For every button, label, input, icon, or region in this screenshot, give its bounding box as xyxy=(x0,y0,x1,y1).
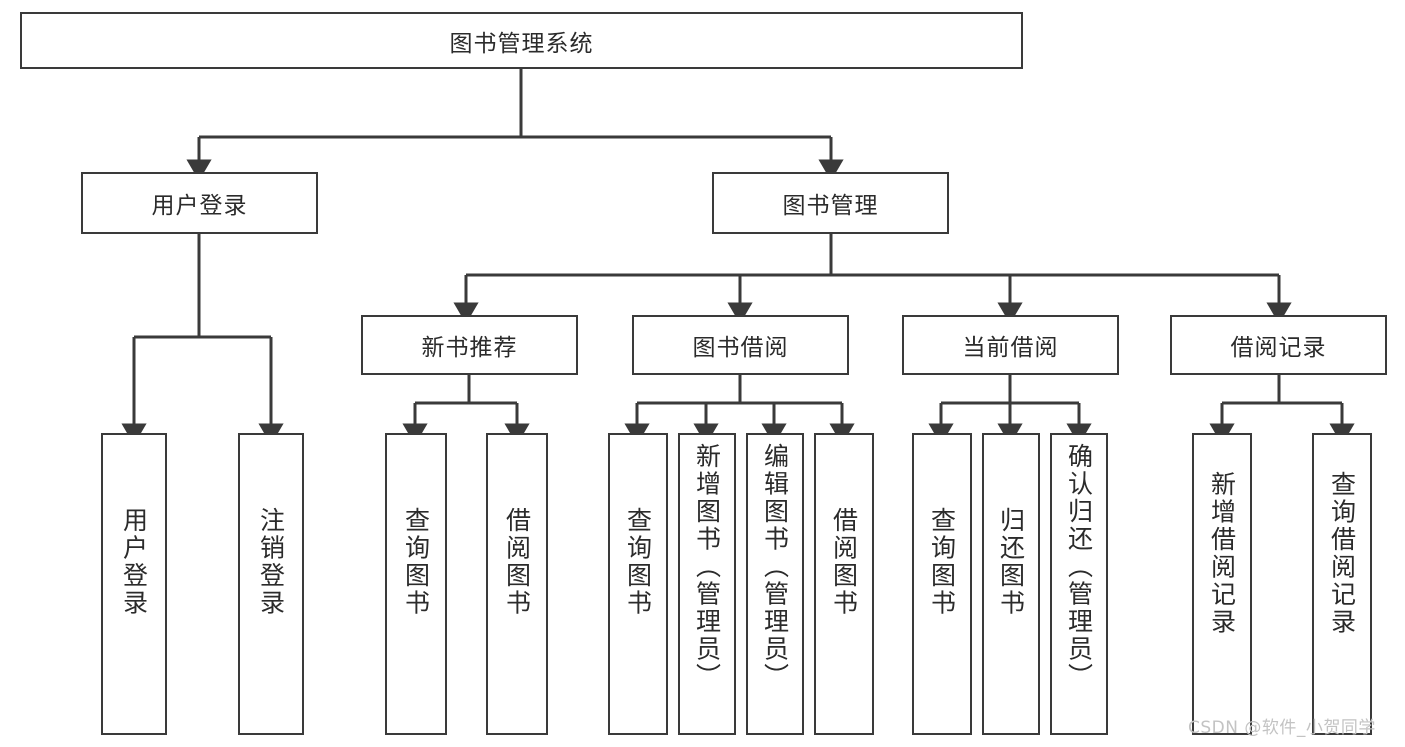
node-label: 借阅图书 xyxy=(502,507,532,617)
leaf-user-login-login[interactable]: 用户登录 xyxy=(101,433,167,735)
leaf-borrow-edit-book-admin[interactable]: 编辑图书（管理员） xyxy=(746,433,804,735)
node-label: 图书管理系统 xyxy=(449,30,594,57)
node-label: 查询图书 xyxy=(623,507,653,617)
node-label: 查询借阅记录 xyxy=(1327,471,1357,636)
leaf-borrow-query-book[interactable]: 查询图书 xyxy=(608,433,668,735)
csdn-watermark: CSDN @软件_小贺同学 xyxy=(1188,718,1376,738)
leaf-user-login-logout[interactable]: 注销登录 xyxy=(238,433,304,735)
leaf-current-return-book[interactable]: 归还图书 xyxy=(982,433,1040,735)
node-book-borrow[interactable]: 图书借阅 xyxy=(632,315,849,375)
node-label: 新增图书（管理员） xyxy=(692,443,722,691)
leaf-record-add-record[interactable]: 新增借阅记录 xyxy=(1192,433,1252,735)
node-label: 借阅记录 xyxy=(1230,335,1327,361)
leaf-recommend-borrow-book[interactable]: 借阅图书 xyxy=(486,433,548,735)
node-label: 新书推荐 xyxy=(421,335,518,361)
node-book-management[interactable]: 图书管理 xyxy=(712,172,949,234)
node-label: 用户登录 xyxy=(119,507,149,617)
node-root-system[interactable]: 图书管理系统 xyxy=(20,12,1023,69)
leaf-borrow-borrow-book[interactable]: 借阅图书 xyxy=(814,433,874,735)
node-label: 图书借阅 xyxy=(692,335,789,361)
node-new-book-recommend[interactable]: 新书推荐 xyxy=(361,315,578,375)
leaf-current-confirm-return-admin[interactable]: 确认归还（管理员） xyxy=(1050,433,1108,735)
node-label: 归还图书 xyxy=(996,507,1026,617)
node-label: 注销登录 xyxy=(256,507,286,617)
leaf-recommend-query-book[interactable]: 查询图书 xyxy=(385,433,447,735)
node-borrow-record[interactable]: 借阅记录 xyxy=(1170,315,1387,375)
node-label: 编辑图书（管理员） xyxy=(760,443,790,691)
node-current-borrow[interactable]: 当前借阅 xyxy=(902,315,1119,375)
leaf-borrow-add-book-admin[interactable]: 新增图书（管理员） xyxy=(678,433,736,735)
leaf-record-query-record[interactable]: 查询借阅记录 xyxy=(1312,433,1372,735)
node-label: 确认归还（管理员） xyxy=(1064,443,1094,691)
node-label: 当前借阅 xyxy=(962,335,1059,361)
node-label: 查询图书 xyxy=(401,507,431,617)
node-user-login[interactable]: 用户登录 xyxy=(81,172,318,234)
node-label: 查询图书 xyxy=(927,507,957,617)
node-label: 用户登录 xyxy=(151,193,248,219)
node-label: 图书管理 xyxy=(782,193,879,219)
node-label: 新增借阅记录 xyxy=(1207,471,1237,636)
leaf-current-query-book[interactable]: 查询图书 xyxy=(912,433,972,735)
node-label: 借阅图书 xyxy=(829,507,859,617)
